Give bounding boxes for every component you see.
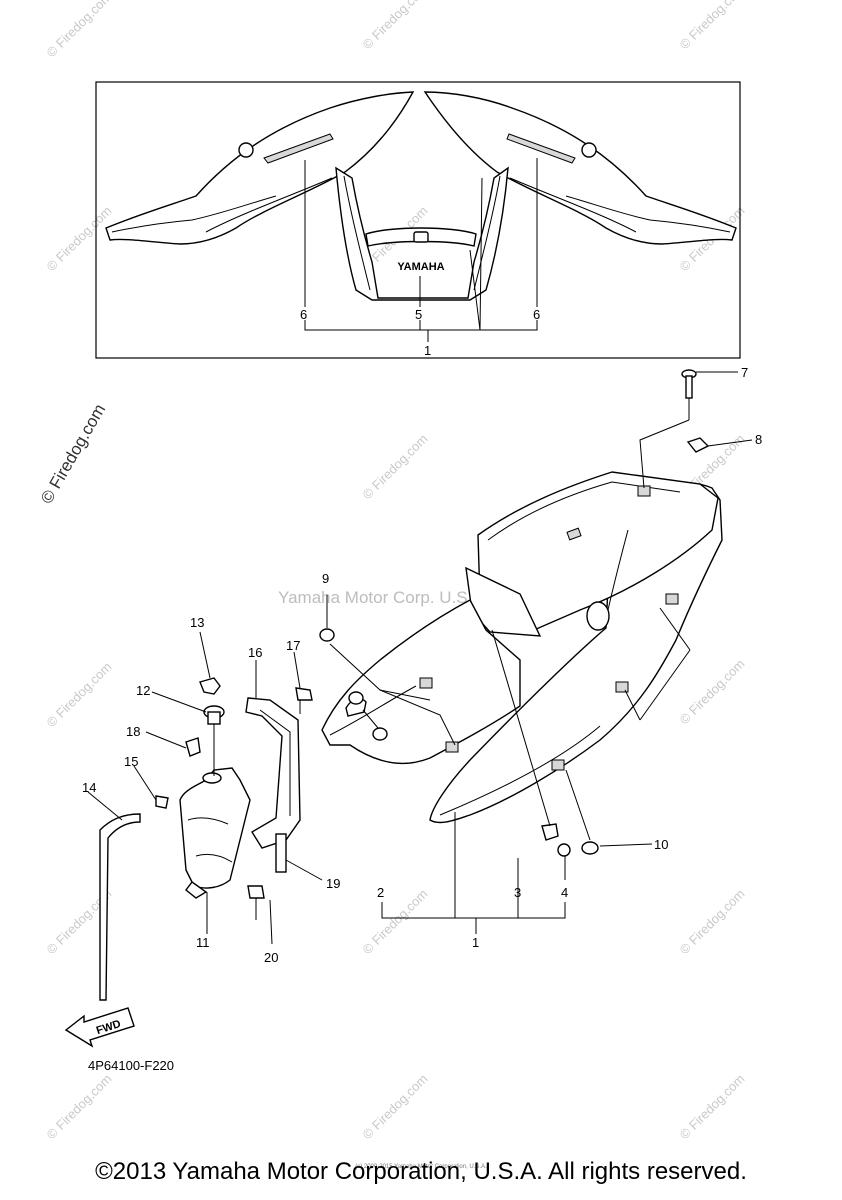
callout-11: 11 xyxy=(196,935,210,950)
screw-10 xyxy=(541,823,599,857)
center-tail-cover: YAMAHA xyxy=(335,166,509,301)
callout-5: 5 xyxy=(415,307,422,322)
callout-16: 16 xyxy=(248,645,262,660)
side-cover-left xyxy=(105,91,415,245)
seat-cowl-assembly xyxy=(321,471,723,824)
watermark: © Firedog.com xyxy=(44,1071,115,1142)
callout-19: 19 xyxy=(326,876,340,891)
callout-20: 20 xyxy=(264,950,278,965)
watermark-dark: © Firedog.com xyxy=(37,401,109,507)
fwd-arrow-icon: FWD xyxy=(64,1007,135,1048)
side-cover-right xyxy=(423,91,737,245)
callout-3: 3 xyxy=(514,885,521,900)
watermark: © Firedog.com xyxy=(44,659,115,730)
bolt-20 xyxy=(247,885,265,920)
nut-8 xyxy=(686,437,710,453)
watermark: © Firedog.com xyxy=(360,0,431,52)
left-leaders xyxy=(87,631,323,945)
callout-2: 2 xyxy=(377,885,384,900)
watermark: © Firedog.com xyxy=(360,1071,431,1142)
callout-13: 13 xyxy=(190,615,204,630)
small-note: (c) 2000-2015 Yamaha Motor Corporation, … xyxy=(355,1164,487,1170)
callout-1-bottom: 1 xyxy=(472,935,479,950)
watermark: © Firedog.com xyxy=(360,886,431,957)
callout-14: 14 xyxy=(82,780,96,795)
bolt-7 xyxy=(681,369,697,399)
watermark: © Firedog.com xyxy=(677,0,748,52)
clip-15 xyxy=(155,795,169,809)
callout-9: 9 xyxy=(322,571,329,586)
emblem-text: YAMAHA xyxy=(397,261,444,273)
hose-14 xyxy=(99,813,141,1001)
bolt-17 xyxy=(295,687,313,714)
callout-4: 4 xyxy=(561,885,568,900)
clamp-18 xyxy=(185,737,201,757)
watermark: © Firedog.com xyxy=(44,0,115,60)
grommet-9 xyxy=(319,628,335,642)
damper xyxy=(348,691,388,741)
callout-10: 10 xyxy=(654,837,668,852)
watermark: © Firedog.com xyxy=(44,203,115,274)
main-leaders xyxy=(326,371,753,934)
callout-6-right: 6 xyxy=(533,307,540,322)
diagram-code: 4P64100-F220 xyxy=(88,1058,174,1073)
watermark: © Firedog.com xyxy=(360,431,431,502)
reservoir-tank xyxy=(179,767,251,899)
bracket-16 xyxy=(245,697,301,849)
watermark: © Firedog.com xyxy=(677,656,748,727)
joint-13 xyxy=(199,677,221,695)
watermark: © Firedog.com xyxy=(677,886,748,957)
band-19 xyxy=(275,833,287,873)
watermark-center: Yamaha Motor Corp. U.S.A. xyxy=(278,588,488,607)
cap-12 xyxy=(203,705,225,776)
callout-1-top: 1 xyxy=(424,343,431,358)
watermark: © Firedog.com xyxy=(677,1071,748,1142)
callout-7: 7 xyxy=(741,365,748,380)
callout-8: 8 xyxy=(755,432,762,447)
inset-frame xyxy=(95,81,741,359)
copyright-text: ©2013 Yamaha Motor Corporation, U.S.A. A… xyxy=(95,1158,747,1185)
callout-6-left: 6 xyxy=(300,307,307,322)
upper-leaders xyxy=(304,158,538,342)
callout-12: 12 xyxy=(136,683,150,698)
callout-15: 15 xyxy=(124,754,138,769)
callout-18: 18 xyxy=(126,724,140,739)
callout-17: 17 xyxy=(286,638,300,653)
